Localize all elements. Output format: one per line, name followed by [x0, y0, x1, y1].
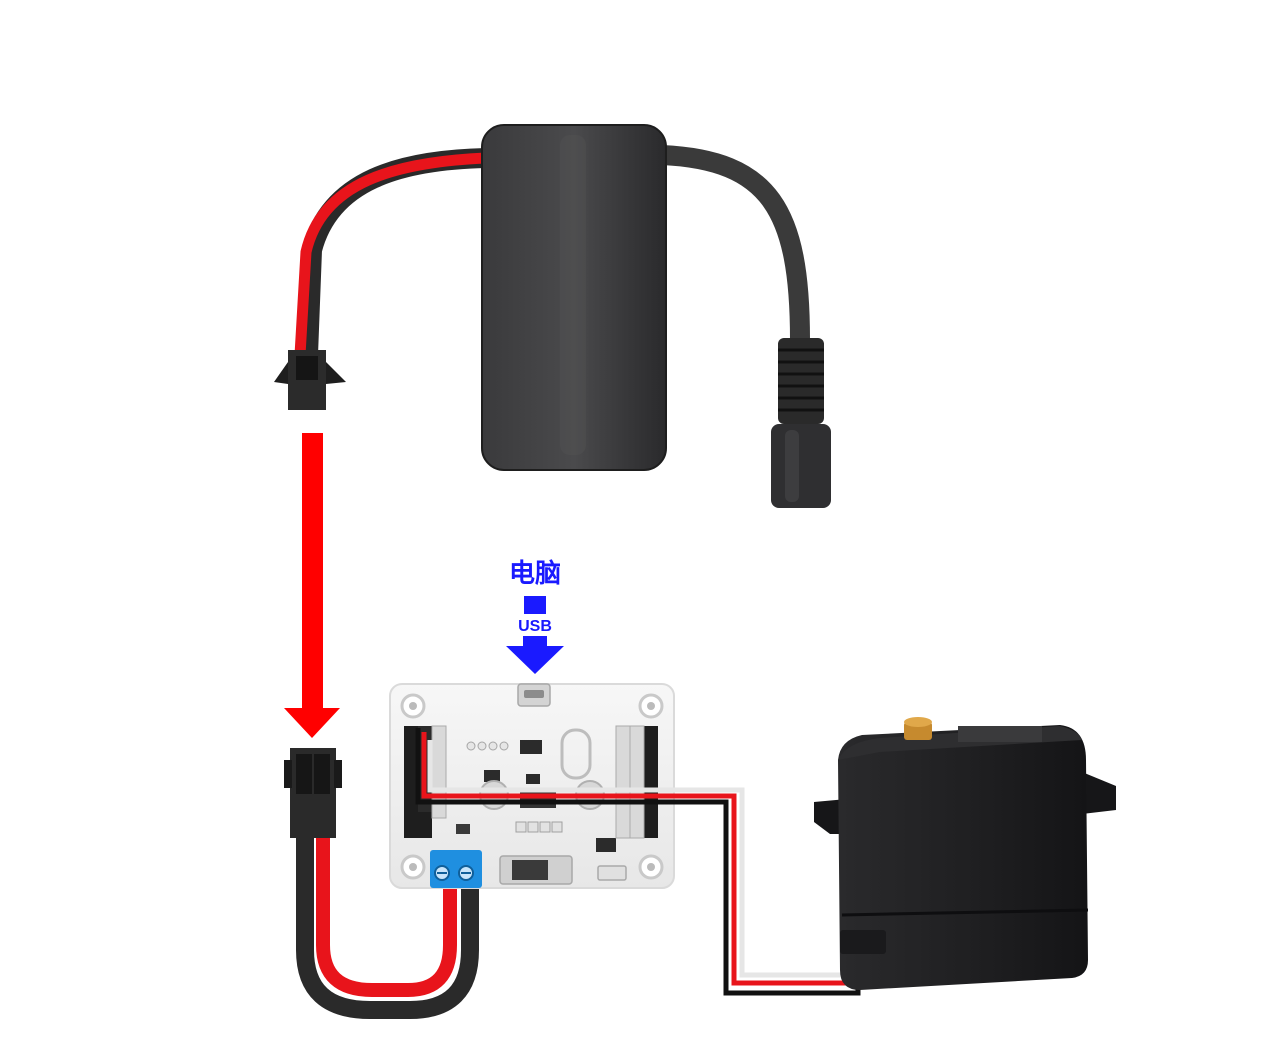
battery-cable-left: [300, 158, 486, 355]
sm-connector-lower: [284, 748, 342, 838]
usb-label: USB: [518, 618, 552, 635]
battery-cable-right: [662, 155, 800, 340]
sm-connector-icon: [274, 350, 346, 410]
usb-direction-arrow: [506, 596, 564, 674]
dc-jack-icon: [771, 338, 831, 508]
computer-label: 电脑: [509, 559, 561, 589]
usb-port-icon: [518, 684, 550, 706]
servo-motor-icon: [814, 717, 1116, 990]
power-flow-arrow: [284, 433, 340, 738]
battery-pack-icon: [482, 125, 666, 470]
terminal-block-icon: [430, 850, 482, 888]
